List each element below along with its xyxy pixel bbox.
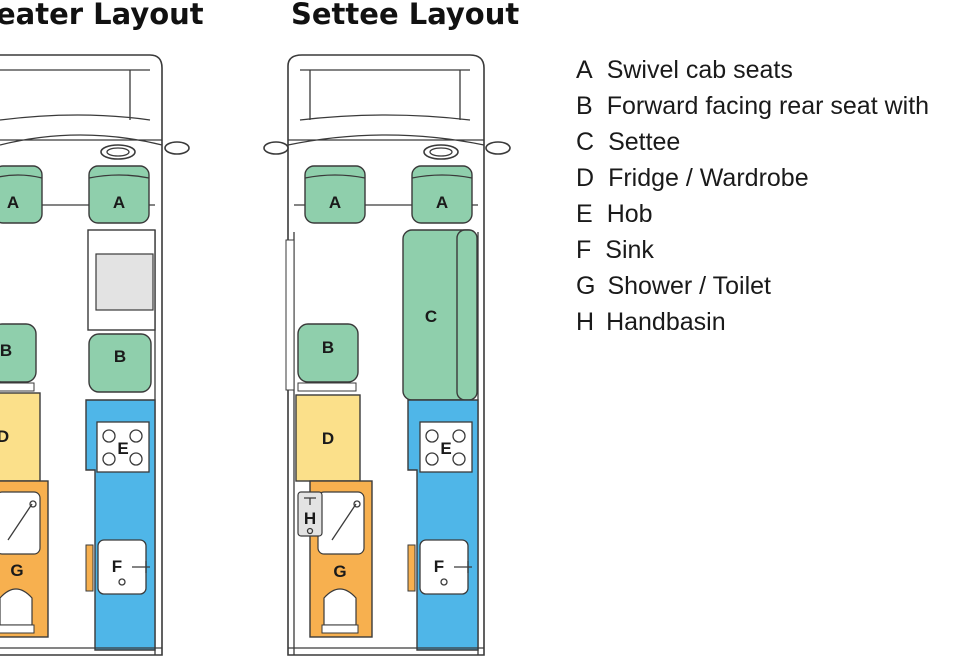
basin-tap-icon (304, 497, 316, 505)
title-settee-layout: Settee Layout (291, 0, 519, 31)
label-d: D (322, 429, 334, 448)
van-right-windscreen (287, 134, 485, 146)
seat-a-right-1 (304, 165, 366, 224)
seat-b-right (297, 323, 359, 383)
label-a: A (329, 193, 341, 212)
van-left: A A B B D E F (0, 54, 190, 656)
hob-burners-left (102, 429, 143, 466)
label-g: G (333, 562, 346, 581)
label-e: E (440, 439, 451, 458)
seat-a-left-1 (0, 165, 43, 224)
label-b: B (0, 341, 12, 360)
seat-b-left-2 (88, 333, 152, 393)
van-left-hood (0, 69, 151, 121)
tap-icon (454, 561, 472, 573)
settee-c-back (456, 229, 478, 401)
van-right-hood (299, 69, 471, 121)
van-left-mirror (164, 141, 190, 155)
van-right: A A C B D E F G (263, 54, 511, 656)
label-f: F (112, 557, 122, 576)
label-g: G (10, 561, 23, 580)
side-door-right (285, 239, 295, 391)
label-e: E (117, 439, 128, 458)
handbasin-h (297, 491, 323, 537)
van-left-roof-vent (100, 144, 136, 160)
side-unit-panel (95, 253, 154, 311)
hob-burners-right (425, 429, 466, 466)
label-h: H (304, 509, 316, 528)
label-a: A (436, 193, 448, 212)
label-f: F (434, 557, 444, 576)
van-left-windscreen (0, 134, 163, 146)
toilet-icon (323, 588, 357, 626)
seat-a-right-2 (411, 165, 473, 224)
title-left-layout: eater Layout (0, 0, 204, 31)
label-b: B (114, 347, 126, 366)
toilet-icon (0, 588, 33, 626)
label-c: C (425, 307, 437, 326)
label-a: A (7, 193, 19, 212)
van-right-roof-vent (423, 144, 459, 160)
seat-b-left-1 (0, 323, 37, 383)
label-d: D (0, 427, 9, 446)
tap-icon (132, 561, 150, 573)
van-right-mirror-left (263, 141, 289, 155)
van-right-mirror-right (485, 141, 511, 155)
label-b: B (322, 338, 334, 357)
seat-a-left-2 (88, 165, 150, 224)
label-a: A (113, 193, 125, 212)
